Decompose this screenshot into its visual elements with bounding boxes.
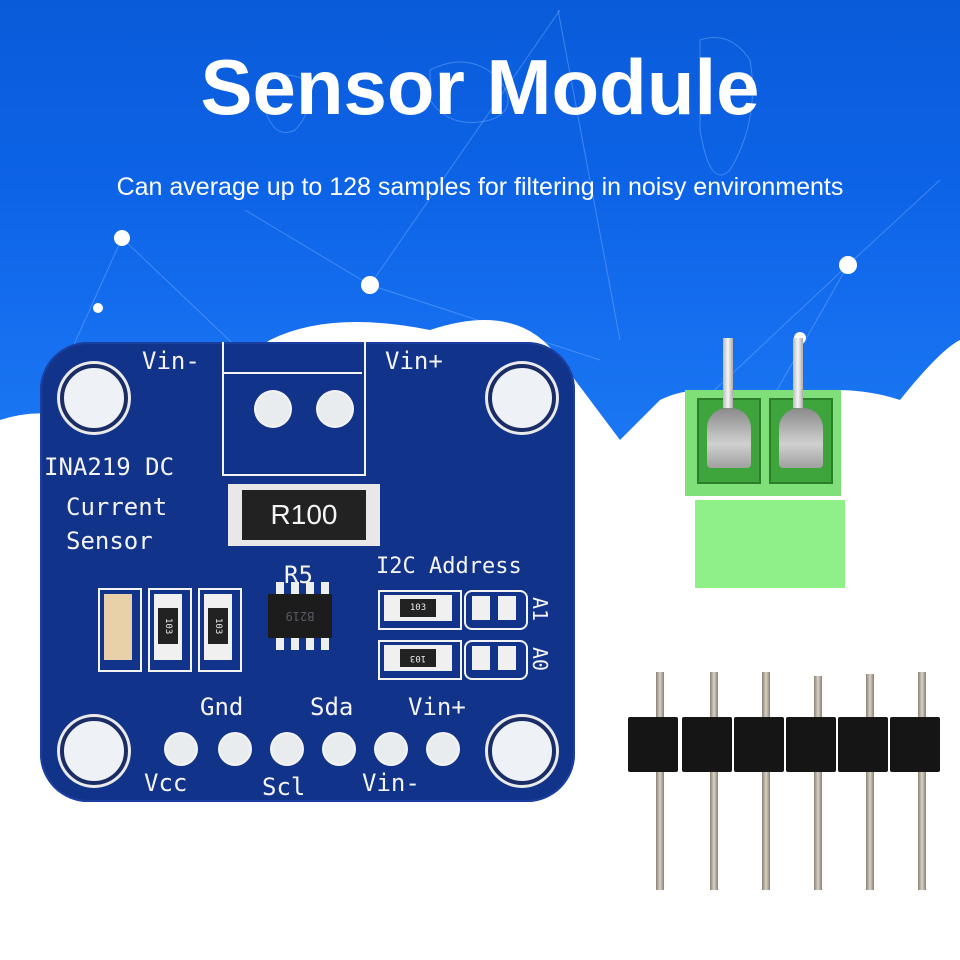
a1-resistor-footprint [378,590,462,630]
capacitor [104,594,132,660]
pin-label-gnd: Gnd [200,693,244,721]
header-block [890,717,940,772]
terminal-screw-1 [697,338,761,484]
header-pin [710,672,718,890]
resistor-1-code: 103 [158,608,178,644]
a1-jumper [464,590,528,630]
pin-pad-sda [324,734,354,764]
shunt-resistor: R100 [228,484,380,546]
mount-hole-bottom-left [60,717,128,785]
i2c-address-label: I2C Address [376,554,522,579]
resistor-1: 103 [154,594,182,660]
a0-resistor-code: 103 [400,649,436,667]
pin-label-vin-plus: Vin+ [408,693,466,721]
pin-label-vcc: Vcc [144,769,188,797]
pin-header-6 [620,660,950,890]
terminal-clamp [707,408,751,468]
a1-label: A1 [528,596,553,622]
header-block [838,717,888,772]
ic-pin [306,582,314,596]
a0-jumper-pad [498,646,516,670]
pin-pad-scl [272,734,302,764]
res1-footprint [148,588,192,672]
ina219-pcb: Vin- Vin+ INA219 DC Current Sensor R100 … [40,342,575,802]
pin-pad-gnd [220,734,250,764]
resistor-2: 103 [204,594,232,660]
ic-pin [276,636,284,650]
ic-pin [276,582,284,596]
pin-label-vin-minus: Vin- [362,769,420,797]
header-block [628,717,678,772]
pin-pad-vin-plus [428,734,458,764]
a1-jumper-pad [472,596,490,620]
mount-hole-bottom-right [488,717,556,785]
terminal-footprint-line [222,372,362,374]
header-pin [762,672,770,890]
feature-subtitle: Can average up to 128 samples for filter… [116,173,844,201]
board-name-line1: INA219 DC [44,453,175,481]
header-block [682,717,732,772]
a1-resistor: 103 [384,595,452,621]
cap-footprint [98,588,142,672]
board-name-line2: Current [66,493,168,521]
vin-minus-top-label: Vin- [142,347,200,375]
screw-terminal-block [685,338,845,588]
terminal-pad-2 [318,392,352,426]
header-pin [918,672,926,890]
terminal-pin [793,338,803,408]
mount-hole-top-right [488,364,556,432]
header-block [734,717,784,772]
terminal-bottom-body [695,500,845,588]
a1-jumper-pad [498,596,516,620]
header-pin [814,676,822,890]
board-name-line3: Sensor [66,527,153,555]
a0-resistor: 103 [384,645,452,671]
header-block [786,717,836,772]
mount-hole-top-left [60,364,128,432]
ic-pin [321,636,329,650]
terminal-pad-1 [256,392,290,426]
a1-resistor-code: 103 [400,599,436,617]
terminal-pin [723,338,733,408]
pin-pad-vcc [166,734,196,764]
ic-pin [291,582,299,596]
pin-label-sda: Sda [310,693,354,721]
header-pin [866,674,874,890]
header-pin [656,672,664,890]
terminal-clamp [779,408,823,468]
ic-pin [321,582,329,596]
terminal-screw-2 [769,338,833,484]
resistor-2-code: 103 [208,608,228,644]
res2-footprint [198,588,242,672]
a0-label: A0 [528,646,553,672]
a0-jumper [464,640,528,680]
page-title: Sensor Module [200,43,760,131]
pin-pad-vin-minus [376,734,406,764]
a0-jumper-pad [472,646,490,670]
shunt-resistor-value: R100 [242,490,366,540]
vin-plus-top-label: Vin+ [385,347,443,375]
terminal-footprint [222,342,366,476]
ina219-chip: B219 [268,594,332,638]
ic-pin [291,636,299,650]
ic-pin [306,636,314,650]
pin-label-scl: Scl [262,773,306,801]
a0-resistor-footprint [378,640,462,680]
